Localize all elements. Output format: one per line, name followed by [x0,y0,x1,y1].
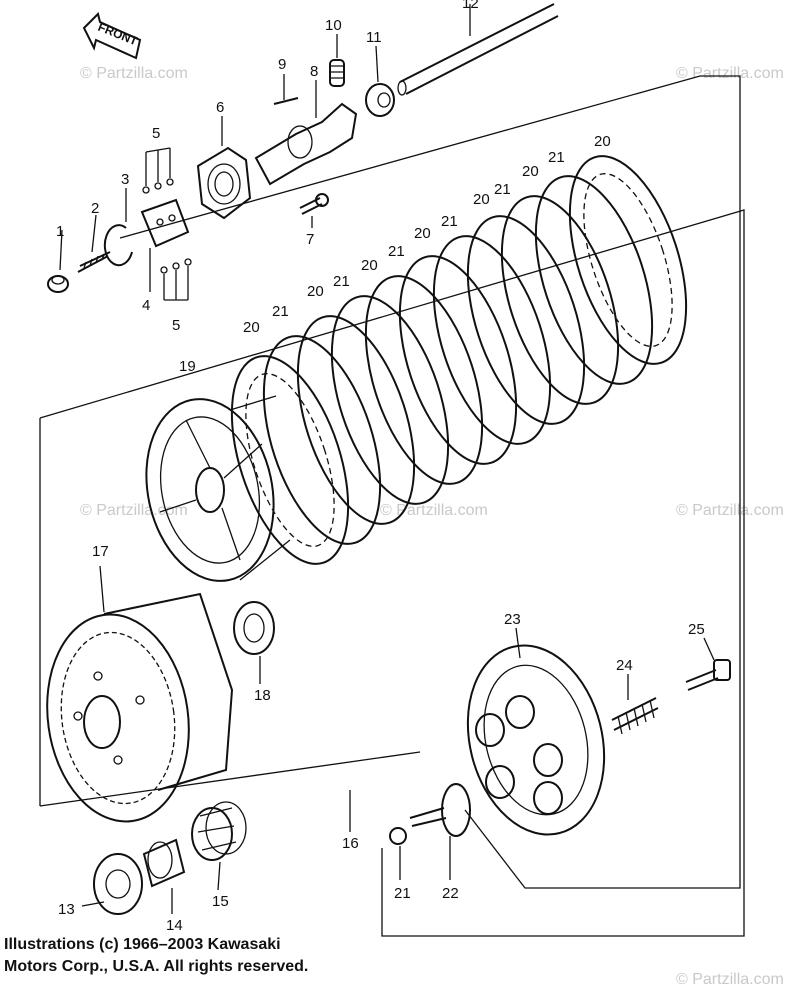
label-16: 16 [342,835,359,852]
copyright-line-2: Motors Corp., U.S.A. All rights reserved… [4,958,309,975]
label-21: 21 [388,243,405,260]
label-20: 20 [594,133,611,150]
part-11-oil-seal [365,45,395,117]
label-20: 20 [522,163,539,180]
part-6-release-housing [196,116,252,220]
label-20: 20 [243,319,260,336]
label-25: 24 [616,657,633,674]
part-25-clutch-spring [611,674,659,735]
part-3-circlip [103,188,133,267]
part-19-clutch-hub [145,395,291,582]
label-21: 21 [441,213,458,230]
label-1: 1 [56,223,64,240]
label-19: 19 [179,358,196,375]
watermark: © Partzilla.com [676,65,784,82]
watermark: © Partzilla.com [676,502,784,519]
label-20: 20 [307,283,324,300]
part-20-21-clutch-plates [230,155,688,565]
label-15: 15 [212,893,229,910]
watermark: © Partzilla.com [676,971,784,988]
part-18-thrust-washer [233,601,275,684]
part-24-pressure-plate [466,627,606,836]
label-6: 6 [216,99,224,116]
part-23-pusher [409,783,471,880]
label-21: 21 [333,273,350,290]
label-7: 7 [306,231,314,248]
label-14: 14 [166,917,183,934]
copyright-line-1: Illustrations (c) 1966–2003 Kawasaki [4,936,281,953]
part-9-pin [273,74,299,105]
part-7-screw [299,193,329,228]
part-10-spring [329,34,345,87]
label-9: 9 [278,56,286,73]
label-21: 21 [272,303,289,320]
label-3: 3 [121,171,129,188]
label-12: 12 [462,0,479,12]
part-12-push-rod [397,3,559,96]
label-20: 20 [414,225,431,242]
label-20: 20 [361,257,378,274]
label-4: 4 [142,297,150,314]
label-5: 5 [172,317,180,334]
copyright-notice: Illustrations (c) 1966–2003 Kawasaki Mot… [4,934,308,978]
part-5-steel-balls [142,147,192,301]
part-1-nut [47,229,69,293]
label-24: 23 [504,611,521,628]
label-8: 8 [310,63,318,80]
part-4-clutch-cam [140,198,190,292]
label-22: 21 [394,885,411,902]
label-10: 10 [325,17,342,34]
part-15-needle-bearing [191,801,247,891]
watermark: © Partzilla.com [80,65,188,82]
label-18: 18 [254,687,271,704]
label-21: 21 [548,149,565,166]
front-arrow-icon: FRONT [82,12,142,60]
label-13: 13 [58,901,75,918]
label-5: 5 [152,125,160,142]
watermark: © Partzilla.com [80,502,188,519]
part-labels: 1 2 3 4 5 5 6 7 8 9 10 11 12 13 14 15 16… [56,0,705,934]
label-2: 2 [91,200,99,217]
label-17: 17 [92,543,109,560]
watermarks: © Partzilla.com © Partzilla.com © Partzi… [80,65,784,988]
part-17-clutch-housing [46,565,234,823]
part-14-sleeve [142,838,186,914]
label-21: 21 [494,181,511,198]
part-26-bolt [685,637,731,691]
part-2-adjuster-screw [77,214,111,273]
part-8-release-lever [254,80,358,186]
part-13-collar [81,853,143,915]
label-23: 22 [442,885,459,902]
watermark: © Partzilla.com [380,502,488,519]
assembly-outline [39,75,745,937]
label-20: 20 [473,191,490,208]
part-22-steel-ball [389,827,407,880]
label-26: 25 [688,621,705,638]
label-11: 11 [366,29,382,46]
